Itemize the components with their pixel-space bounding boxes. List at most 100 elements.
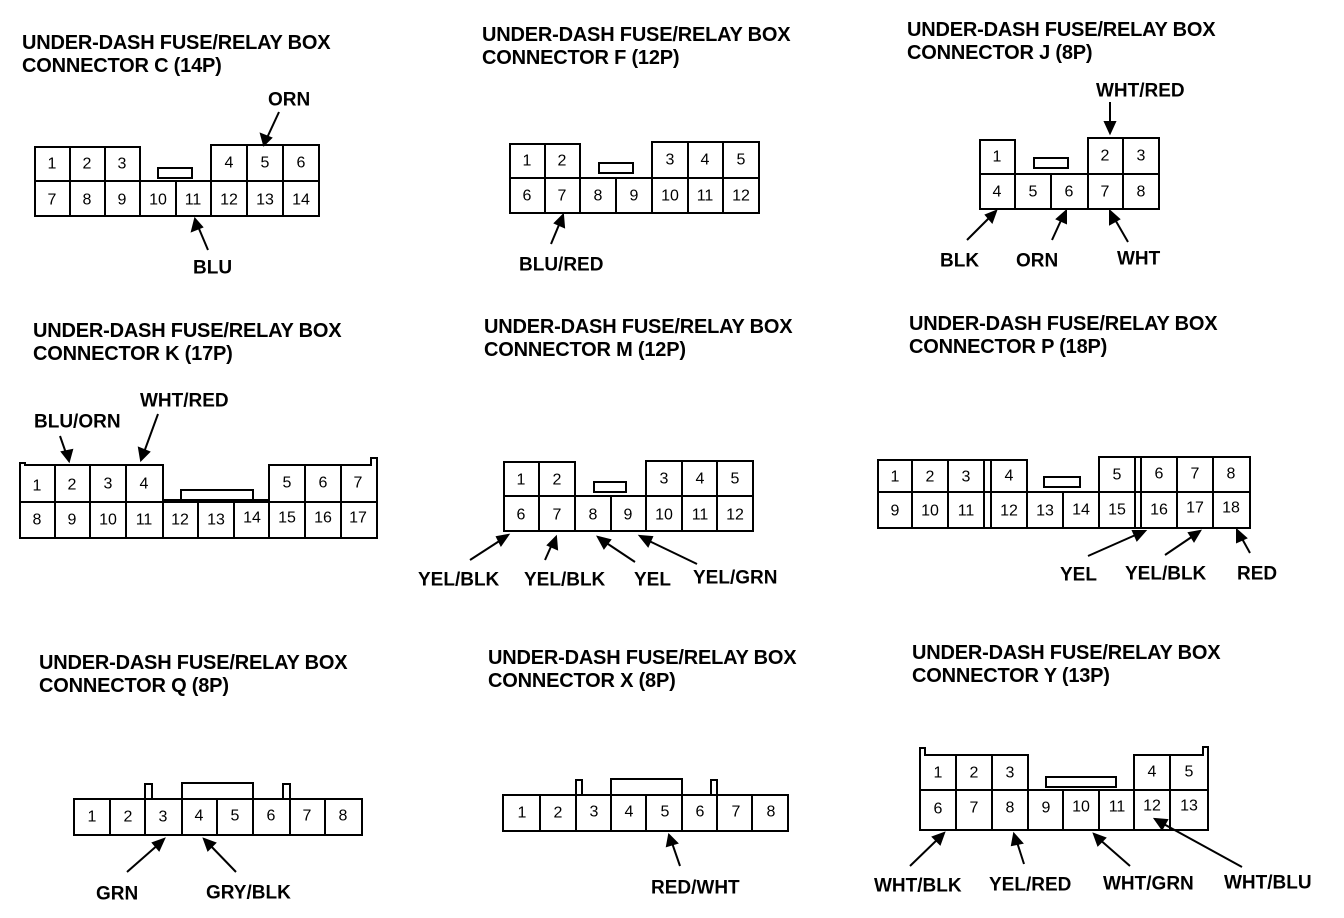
wire-label-wht-grn: WHT/GRN	[1103, 874, 1194, 895]
pin-4: 4	[1148, 764, 1157, 781]
arrow-wht-red	[142, 413, 159, 456]
arrowhead-icon	[1131, 530, 1148, 542]
pin-5: 5	[1029, 184, 1038, 201]
pin-12: 12	[1143, 798, 1161, 815]
pin-4: 4	[195, 808, 204, 825]
pin-5: 5	[737, 152, 746, 169]
pin-2: 2	[553, 472, 562, 489]
pin-7: 7	[732, 804, 741, 821]
connector-q-title-line1: UNDER-DASH FUSE/RELAY BOX	[39, 652, 348, 674]
pin-6: 6	[696, 804, 705, 821]
pin-3: 3	[590, 804, 599, 821]
connector-c-title-line2: CONNECTOR C (14P)	[22, 55, 222, 77]
pin-15: 15	[278, 510, 296, 527]
pin-16: 16	[1150, 502, 1168, 519]
arrow-yel	[1087, 532, 1141, 557]
arrowhead-icon	[637, 534, 654, 548]
arrowhead-icon	[1236, 527, 1248, 544]
pin-7: 7	[354, 475, 363, 492]
pin-1: 1	[88, 809, 97, 826]
pin-9: 9	[891, 503, 900, 520]
pin-12: 12	[171, 512, 189, 529]
arrowhead-icon	[495, 533, 511, 547]
pin-11: 11	[136, 512, 153, 529]
pin-6: 6	[1065, 184, 1074, 201]
pin-1: 1	[993, 149, 1002, 166]
connector-q-title-line2: CONNECTOR Q (8P)	[39, 675, 229, 697]
pin-2: 2	[83, 156, 92, 173]
connector-p-title: UNDER-DASH FUSE/RELAY BOX CONNECTOR P (1…	[909, 313, 1218, 359]
connector-k-title-line1: UNDER-DASH FUSE/RELAY BOX	[33, 320, 342, 342]
wire-label-gry-blk: GRY/BLK	[206, 883, 291, 904]
arrowhead-icon	[1055, 208, 1067, 225]
pin-8: 8	[767, 804, 776, 821]
pin-2: 2	[124, 809, 133, 826]
arrowhead-icon	[665, 832, 679, 848]
arrowhead-icon	[1187, 529, 1202, 543]
pin-5: 5	[231, 808, 240, 825]
pin-5: 5	[661, 804, 670, 821]
wire-label-blk: BLK	[940, 251, 979, 272]
connector-m-title-line2: CONNECTOR M (12P)	[484, 339, 686, 361]
wire-label-yel-blk-7: YEL/BLK	[524, 570, 606, 591]
wire-label-orn: ORN	[268, 90, 310, 111]
pin-6: 6	[934, 801, 943, 818]
pin-11: 11	[958, 503, 975, 520]
pin-8: 8	[33, 512, 42, 529]
pin-7: 7	[558, 188, 567, 205]
pin-13: 13	[1036, 503, 1054, 520]
pin-17: 17	[349, 510, 367, 527]
connector-j-title-line1: UNDER-DASH FUSE/RELAY BOX	[907, 19, 1216, 41]
pin-16: 16	[314, 510, 332, 527]
pin-14: 14	[292, 192, 310, 209]
pin-1: 1	[517, 472, 526, 489]
connector-k-title: UNDER-DASH FUSE/RELAY BOX CONNECTOR K (1…	[33, 320, 342, 366]
connector-x-title-line2: CONNECTOR X (8P)	[488, 670, 676, 692]
pin-4: 4	[696, 471, 705, 488]
arrowhead-icon	[931, 831, 946, 846]
pin-7: 7	[303, 808, 312, 825]
pin-3: 3	[1137, 148, 1146, 165]
pin-1: 1	[891, 469, 900, 486]
pin-12: 12	[732, 188, 750, 205]
arrowhead-icon	[1109, 208, 1121, 226]
pin-1: 1	[33, 478, 42, 495]
arrow-blk	[966, 214, 993, 241]
wire-label-wht-red: WHT/RED	[140, 391, 229, 412]
wire-label-red-wht: RED/WHT	[651, 878, 740, 899]
pin-10: 10	[921, 503, 939, 520]
connector-m-title-line1: UNDER-DASH FUSE/RELAY BOX	[484, 316, 793, 338]
pin-10: 10	[1072, 799, 1090, 816]
pin-1: 1	[518, 805, 527, 822]
pin-2: 2	[558, 153, 567, 170]
pin-14: 14	[243, 510, 261, 527]
wire-label-yel-grn: YEL/GRN	[693, 568, 777, 589]
arrowhead-icon	[60, 448, 74, 464]
pin-9: 9	[624, 507, 633, 524]
pin-1: 1	[523, 153, 532, 170]
pin-12: 12	[1000, 503, 1018, 520]
connector-p-title-line2: CONNECTOR P (18P)	[909, 336, 1108, 358]
pin-3: 3	[660, 471, 669, 488]
wire-label-yel-blk-6: YEL/BLK	[418, 570, 500, 591]
wire-label-blu-red: BLU/RED	[519, 255, 603, 276]
pin-8: 8	[589, 507, 598, 524]
pin-14: 14	[1072, 502, 1090, 519]
pin-7: 7	[553, 507, 562, 524]
arrowhead-icon	[1152, 817, 1169, 831]
wire-label-blu-orn: BLU/ORN	[34, 412, 121, 433]
arrow-gry-blk	[207, 842, 237, 873]
pin-6: 6	[267, 808, 276, 825]
pin-7: 7	[48, 192, 57, 209]
connector-c-title: UNDER-DASH FUSE/RELAY BOX CONNECTOR C (1…	[22, 32, 331, 78]
pin-5: 5	[731, 471, 740, 488]
pin-12: 12	[220, 192, 238, 209]
pin-9: 9	[630, 188, 639, 205]
arrow-orn	[265, 111, 280, 141]
